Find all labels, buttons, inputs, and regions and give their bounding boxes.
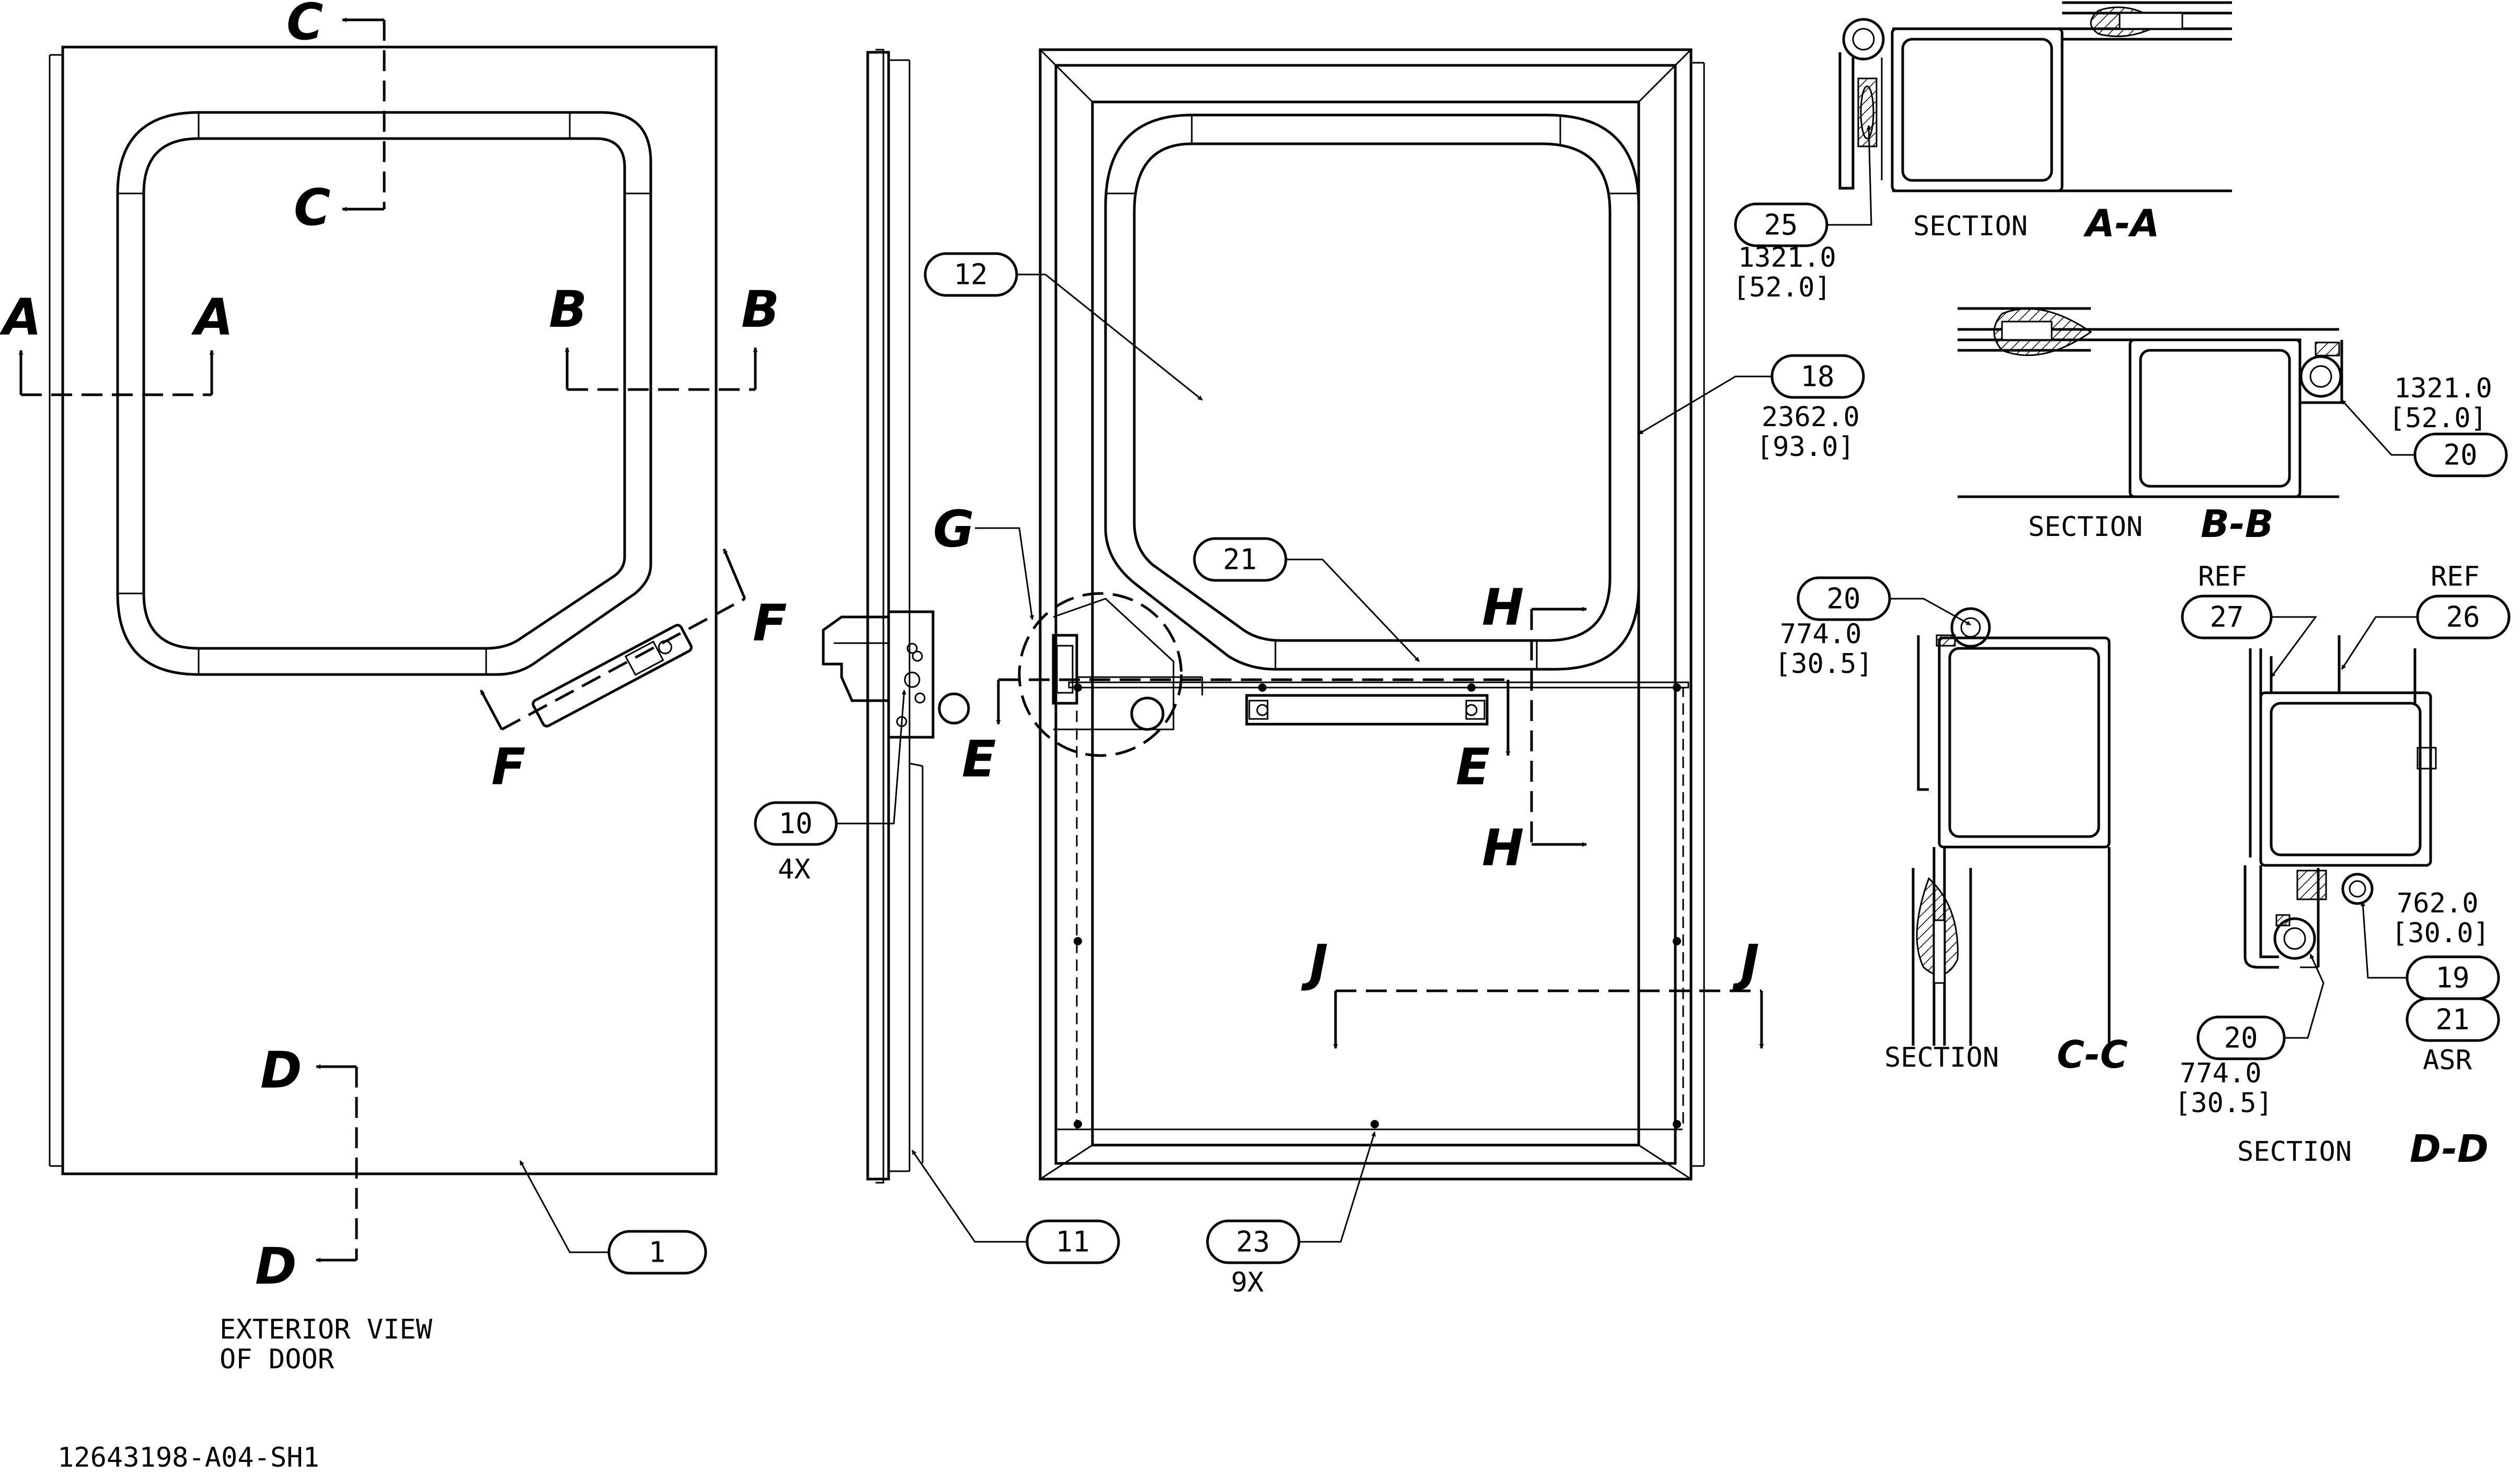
section-d-d-letter: D-D bbox=[2410, 1127, 2489, 1171]
cut-letter-b-left: B bbox=[549, 280, 587, 339]
cut-letter-c-bottom: C bbox=[294, 178, 330, 237]
balloon-20-cc bbox=[1797, 576, 1891, 621]
balloon-20-dd bbox=[2196, 1015, 2286, 1060]
dim-bb-mm: 1321.0 bbox=[2394, 373, 2492, 404]
section-b-b: 20 1321.0 [52.0] SECTION B-B bbox=[1958, 307, 2508, 546]
section-a-a-label: SECTION bbox=[1913, 211, 2028, 242]
ref-26: REF bbox=[2431, 561, 2480, 592]
balloon-12 bbox=[924, 252, 1018, 297]
balloon-20-dd-label: 20 bbox=[2224, 1022, 2258, 1055]
section-b-b-label: SECTION bbox=[2028, 511, 2143, 543]
balloon-21-dd-label: 21 bbox=[2435, 1003, 2469, 1036]
exterior-view-note-line2: OF DOOR bbox=[220, 1344, 335, 1375]
qty-23: 9X bbox=[1231, 1267, 1264, 1298]
balloon-1 bbox=[607, 1230, 707, 1275]
balloon-10 bbox=[754, 801, 838, 846]
balloon-18 bbox=[1770, 354, 1865, 399]
balloon-27 bbox=[2181, 594, 2273, 639]
dim-dd-top-in: [30.0] bbox=[2391, 918, 2490, 949]
dim-dd-top-mm: 762.0 bbox=[2397, 888, 2479, 919]
section-b-b-letter: B-B bbox=[2201, 502, 2274, 546]
cut-letter-f-bottom: F bbox=[491, 738, 526, 796]
balloon-23-label: 23 bbox=[1236, 1226, 1270, 1259]
cut-letter-a-right: A bbox=[191, 288, 233, 347]
balloon-21 bbox=[1193, 537, 1287, 582]
balloon-19-label: 19 bbox=[2435, 962, 2469, 994]
side-latch bbox=[822, 610, 970, 739]
section-a-a: 25 1321.0 [52.0] SECTION A-A bbox=[1733, 1, 2232, 303]
qty-10: 4X bbox=[778, 854, 811, 885]
section-c-c-letter: C-C bbox=[2057, 1033, 2128, 1077]
cut-letter-j-right: J bbox=[1732, 934, 1759, 992]
section-d-d: REF REF 27 26 762.0 [30.0] 19 21 ASR 20 … bbox=[2174, 561, 2511, 1171]
asr-note: ASR bbox=[2423, 1045, 2472, 1076]
section-a-a-letter: A-A bbox=[2083, 201, 2159, 245]
dim-aa-in: [52.0] bbox=[1733, 272, 1831, 303]
side-view: 10 4X 11 bbox=[754, 49, 1120, 1264]
cut-letter-h-top: H bbox=[1482, 578, 1524, 637]
cut-letter-e-left: E bbox=[962, 730, 996, 788]
section-d-d-label: SECTION bbox=[2237, 1136, 2352, 1168]
cut-letter-e-right: E bbox=[1456, 738, 1490, 796]
section-c-c-label: SECTION bbox=[1884, 1042, 1999, 1073]
balloon-26 bbox=[2416, 594, 2511, 639]
exterior-handle bbox=[532, 624, 693, 728]
interior-view: G E E H H J J 12 18 2362.0 [93.0] 21 bbox=[924, 48, 1865, 1298]
dim-aa-mm: 1321.0 bbox=[1738, 242, 1836, 273]
detail-letter-g: G bbox=[933, 500, 974, 558]
exterior-view-note-line1: EXTERIOR VIEW bbox=[220, 1314, 433, 1345]
balloon-21-label: 21 bbox=[1223, 543, 1257, 576]
dim-cc-mm: 774.0 bbox=[1780, 619, 1862, 650]
cut-letter-b-right: B bbox=[741, 280, 779, 339]
balloon-12-label: 12 bbox=[953, 258, 987, 291]
dim-18-in: [93.0] bbox=[1756, 431, 1855, 463]
balloon-11-label: 11 bbox=[1055, 1226, 1089, 1259]
balloon-27-label: 27 bbox=[2210, 601, 2243, 634]
balloon-18-label: 18 bbox=[1800, 360, 1834, 393]
balloon-11 bbox=[1026, 1219, 1120, 1264]
cut-letter-a-left: A bbox=[0, 288, 41, 347]
fastener-points bbox=[1074, 683, 1681, 1128]
cut-letter-h-bottom: H bbox=[1482, 819, 1524, 877]
drawing-number: 12643198-A04-SH1 bbox=[57, 1442, 319, 1473]
cut-letter-d-top: D bbox=[260, 1041, 302, 1100]
ref-27: REF bbox=[2198, 561, 2247, 592]
balloon-20-bb bbox=[2413, 432, 2508, 477]
balloon-10-label: 10 bbox=[778, 807, 812, 840]
dim-cc-in: [30.5] bbox=[1775, 648, 1873, 680]
dim-dd-bot-mm: 774.0 bbox=[2180, 1058, 2262, 1089]
balloon-20-cc-label: 20 bbox=[1826, 582, 1860, 615]
cut-letter-c-top: C bbox=[286, 0, 323, 51]
balloon-20-bb-label: 20 bbox=[2443, 439, 2477, 472]
cut-letter-d-bottom: D bbox=[255, 1237, 297, 1296]
balloon-1-label: 1 bbox=[649, 1236, 666, 1269]
section-c-c: 20 774.0 [30.5] SECTION C-C bbox=[1775, 576, 2128, 1077]
cut-letter-f-right: F bbox=[753, 594, 787, 653]
balloon-26-label: 26 bbox=[2446, 601, 2480, 634]
dim-18-mm: 2362.0 bbox=[1762, 402, 1860, 433]
balloon-23 bbox=[1206, 1219, 1301, 1264]
dim-bb-in: [52.0] bbox=[2389, 403, 2487, 434]
dim-dd-bot-in: [30.5] bbox=[2174, 1088, 2273, 1119]
balloon-25-label: 25 bbox=[1764, 209, 1798, 242]
cut-letter-j-left: J bbox=[1301, 934, 1328, 992]
balloon-21-dd bbox=[2406, 997, 2500, 1042]
balloon-25 bbox=[1734, 202, 1828, 247]
exterior-view: A A B B C C D D F F 1 EXTERIOR VIEW OF D… bbox=[0, 0, 787, 1375]
